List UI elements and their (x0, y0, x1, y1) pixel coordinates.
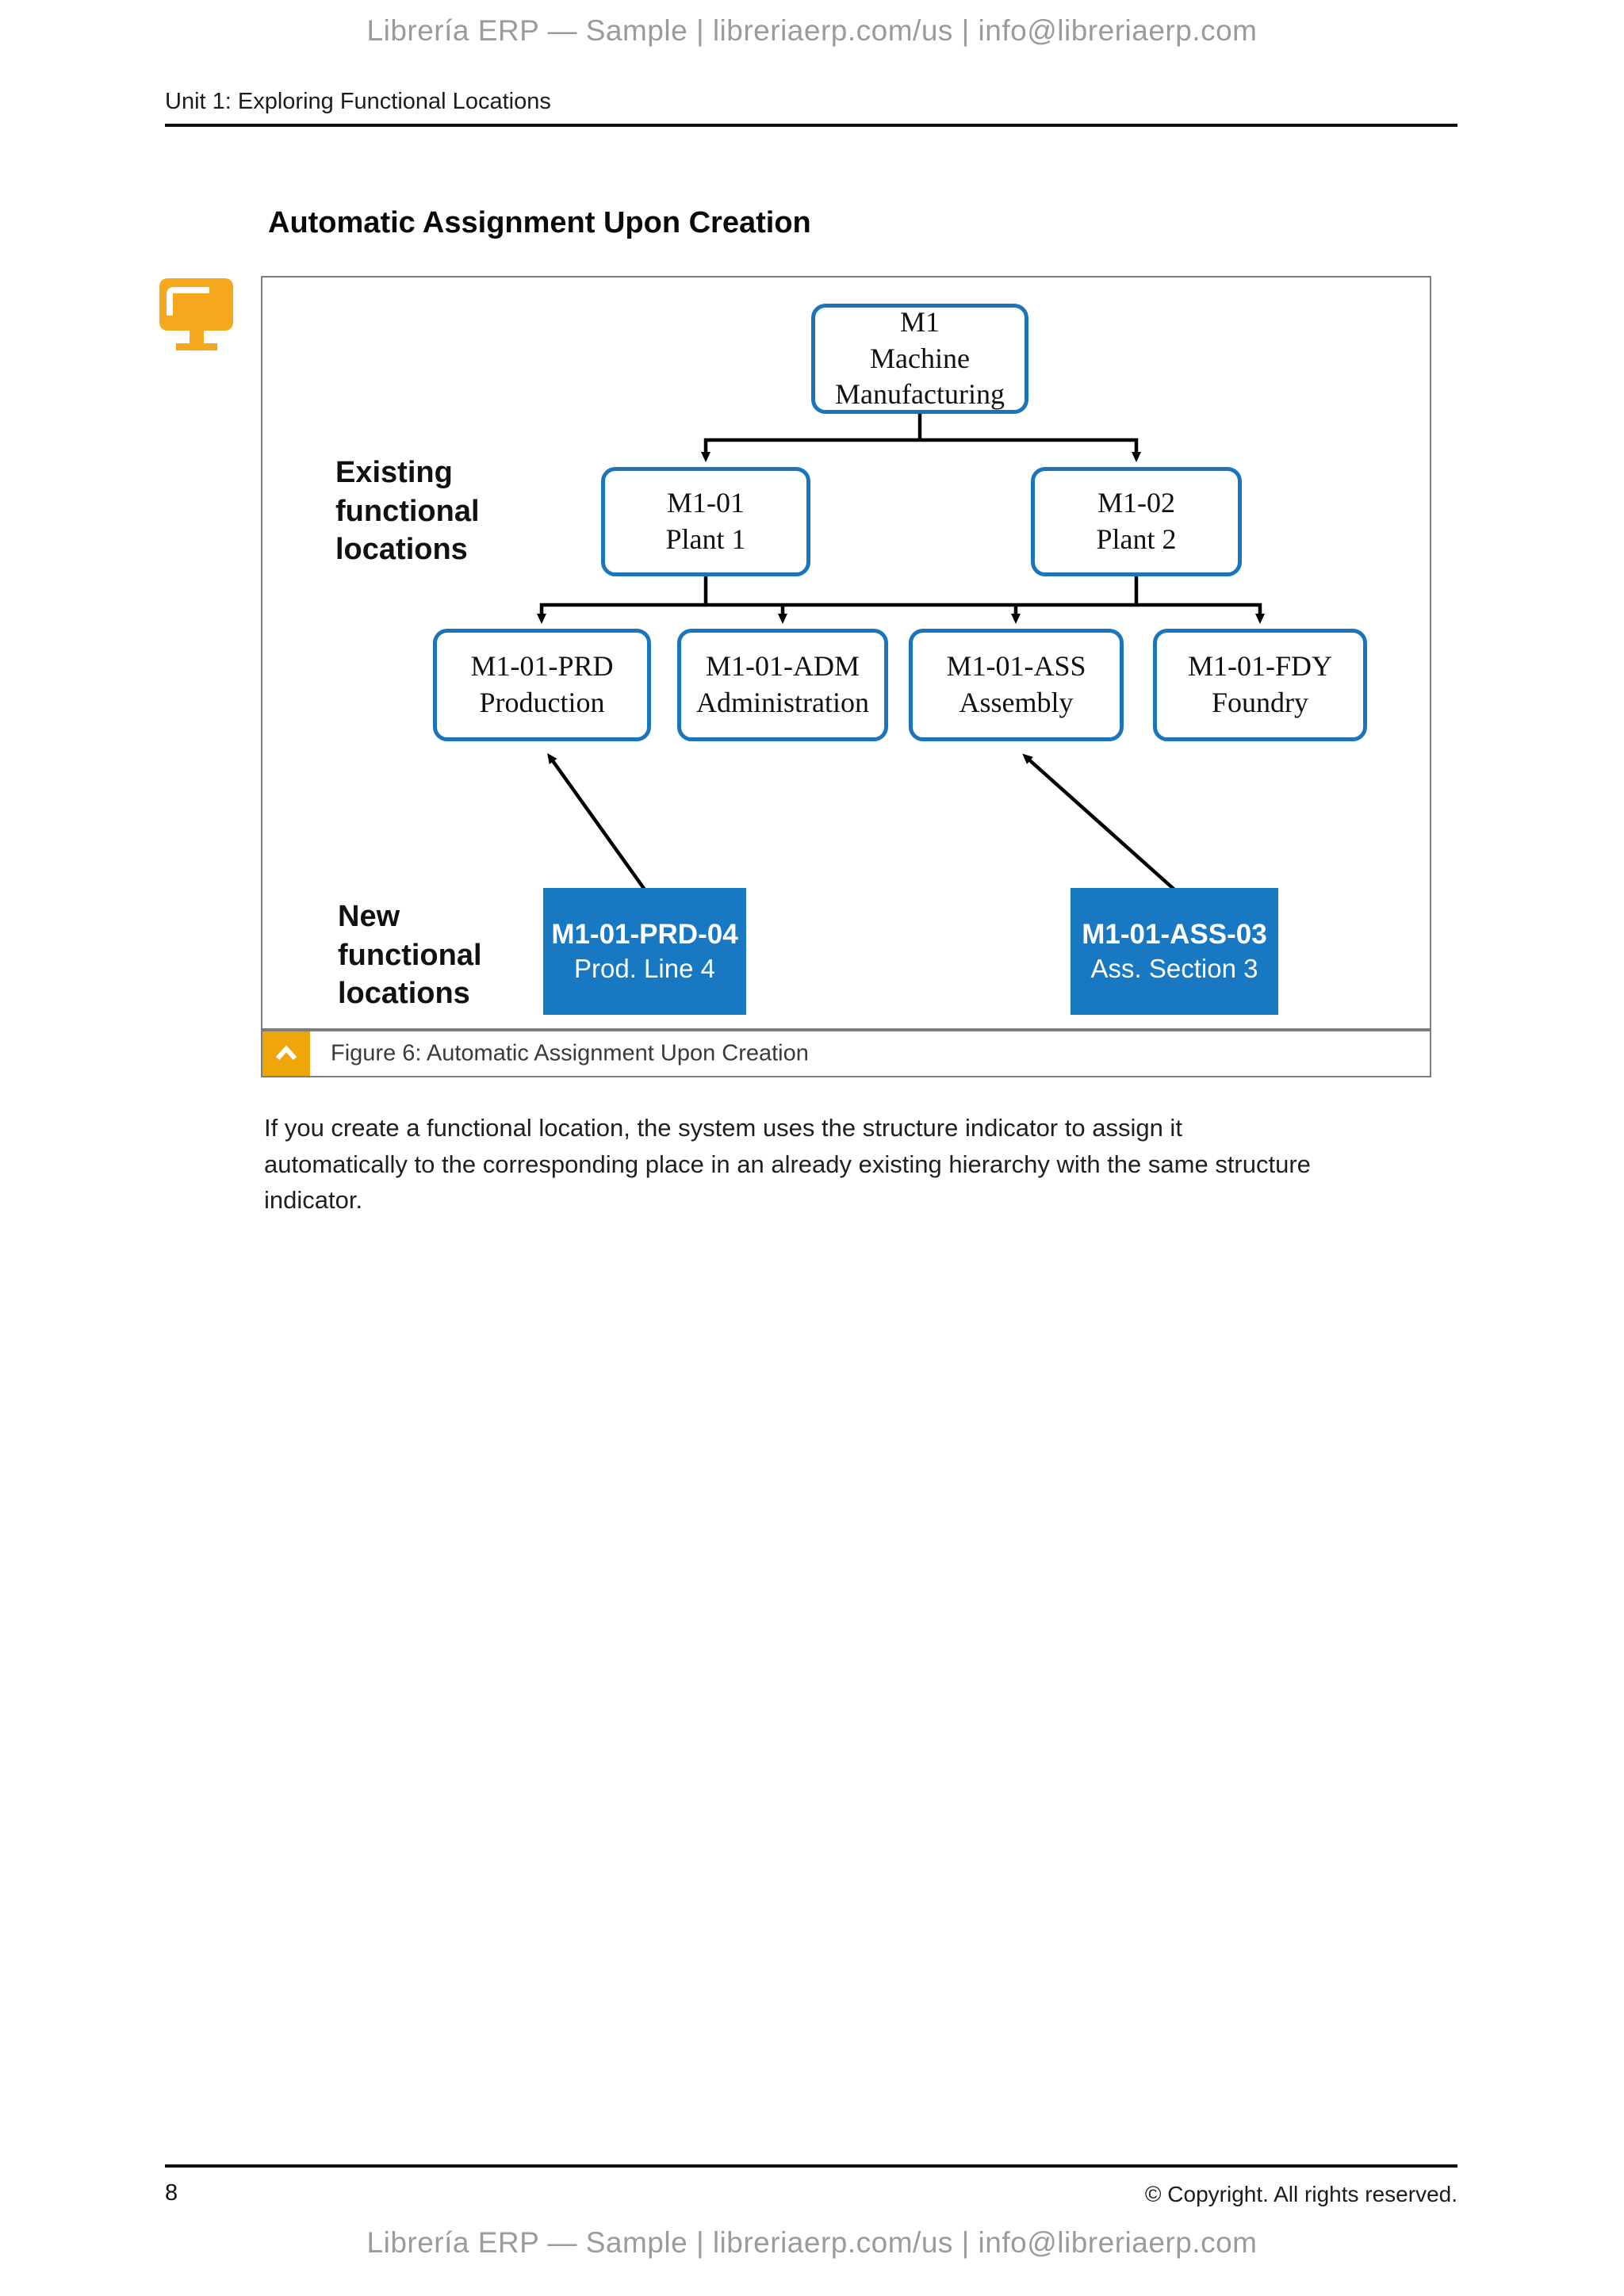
node-code: M1-01-ASS-03 (1082, 918, 1267, 950)
node-label: Plant 2 (1096, 523, 1177, 555)
node-m1-01-ass: M1-01-ASS Assembly (909, 629, 1124, 741)
copyright-text: © Copyright. All rights reserved. (1144, 2182, 1457, 2206)
figure-frame: M1 Machine Manufacturing M1-01 Plant 1 M… (261, 276, 1431, 1030)
header-rule (165, 124, 1457, 127)
node-code: M1-01-PRD (470, 650, 614, 683)
node-m1: M1 Machine Manufacturing (811, 304, 1028, 414)
node-label: Assembly (959, 687, 1074, 718)
node-label: Machine (870, 342, 970, 374)
page-footer-brand: Librería ERP — Sample | libreriaerp.com/… (366, 2226, 1258, 2259)
page-header-brand: Librería ERP — Sample | libreriaerp.com/… (366, 14, 1258, 47)
node-label: Manufacturing (835, 378, 1005, 411)
chevron-up-icon (262, 1031, 310, 1076)
node-code: M1 (899, 305, 940, 338)
diagram-connectors (537, 412, 1265, 891)
node-label: Production (479, 687, 605, 718)
node-label: Foundry (1211, 687, 1308, 718)
node-code: M1-02 (1097, 487, 1175, 519)
node-code: M1-01-ASS (946, 650, 1086, 683)
node-code: M1-01-PRD-04 (551, 918, 738, 950)
node-m1-01-fdy: M1-01-FDY Foundry (1153, 629, 1367, 741)
node-label: Administration (696, 687, 869, 718)
node-m1-01-ass-03: M1-01-ASS-03 Ass. Section 3 (1071, 888, 1278, 1015)
node-label: Plant 1 (665, 523, 746, 555)
node-m1-01-adm: M1-01-ADM Administration (677, 629, 888, 741)
existing-locations-label: Existing functional locations (335, 456, 480, 567)
node-code: M1-01 (667, 487, 745, 519)
unit-title: Unit 1: Exploring Functional Locations (165, 89, 551, 114)
node-m1-01-prd: M1-01-PRD Production (433, 629, 651, 741)
figure-caption: Figure 6: Automatic Assignment Upon Crea… (331, 1040, 809, 1066)
node-m1-02: M1-02 Plant 2 (1031, 467, 1242, 576)
monitor-icon (159, 277, 235, 353)
node-code: M1-01-ADM (706, 650, 860, 683)
new-locations-label: New functional locations (338, 900, 482, 1011)
node-code: M1-01-FDY (1187, 650, 1332, 683)
body-paragraph: If you create a functional location, the… (264, 1114, 1311, 1215)
node-m1-01: M1-01 Plant 1 (601, 467, 810, 576)
figure-caption-bar: Figure 6: Automatic Assignment Upon Crea… (261, 1030, 1431, 1077)
page-number: 8 (165, 2180, 178, 2206)
node-m1-01-prd-04: M1-01-PRD-04 Prod. Line 4 (543, 888, 746, 1015)
section-heading: Automatic Assignment Upon Creation (268, 206, 811, 239)
node-label: Prod. Line 4 (574, 954, 715, 984)
node-label: Ass. Section 3 (1090, 954, 1258, 984)
footer-rule (165, 2164, 1457, 2168)
